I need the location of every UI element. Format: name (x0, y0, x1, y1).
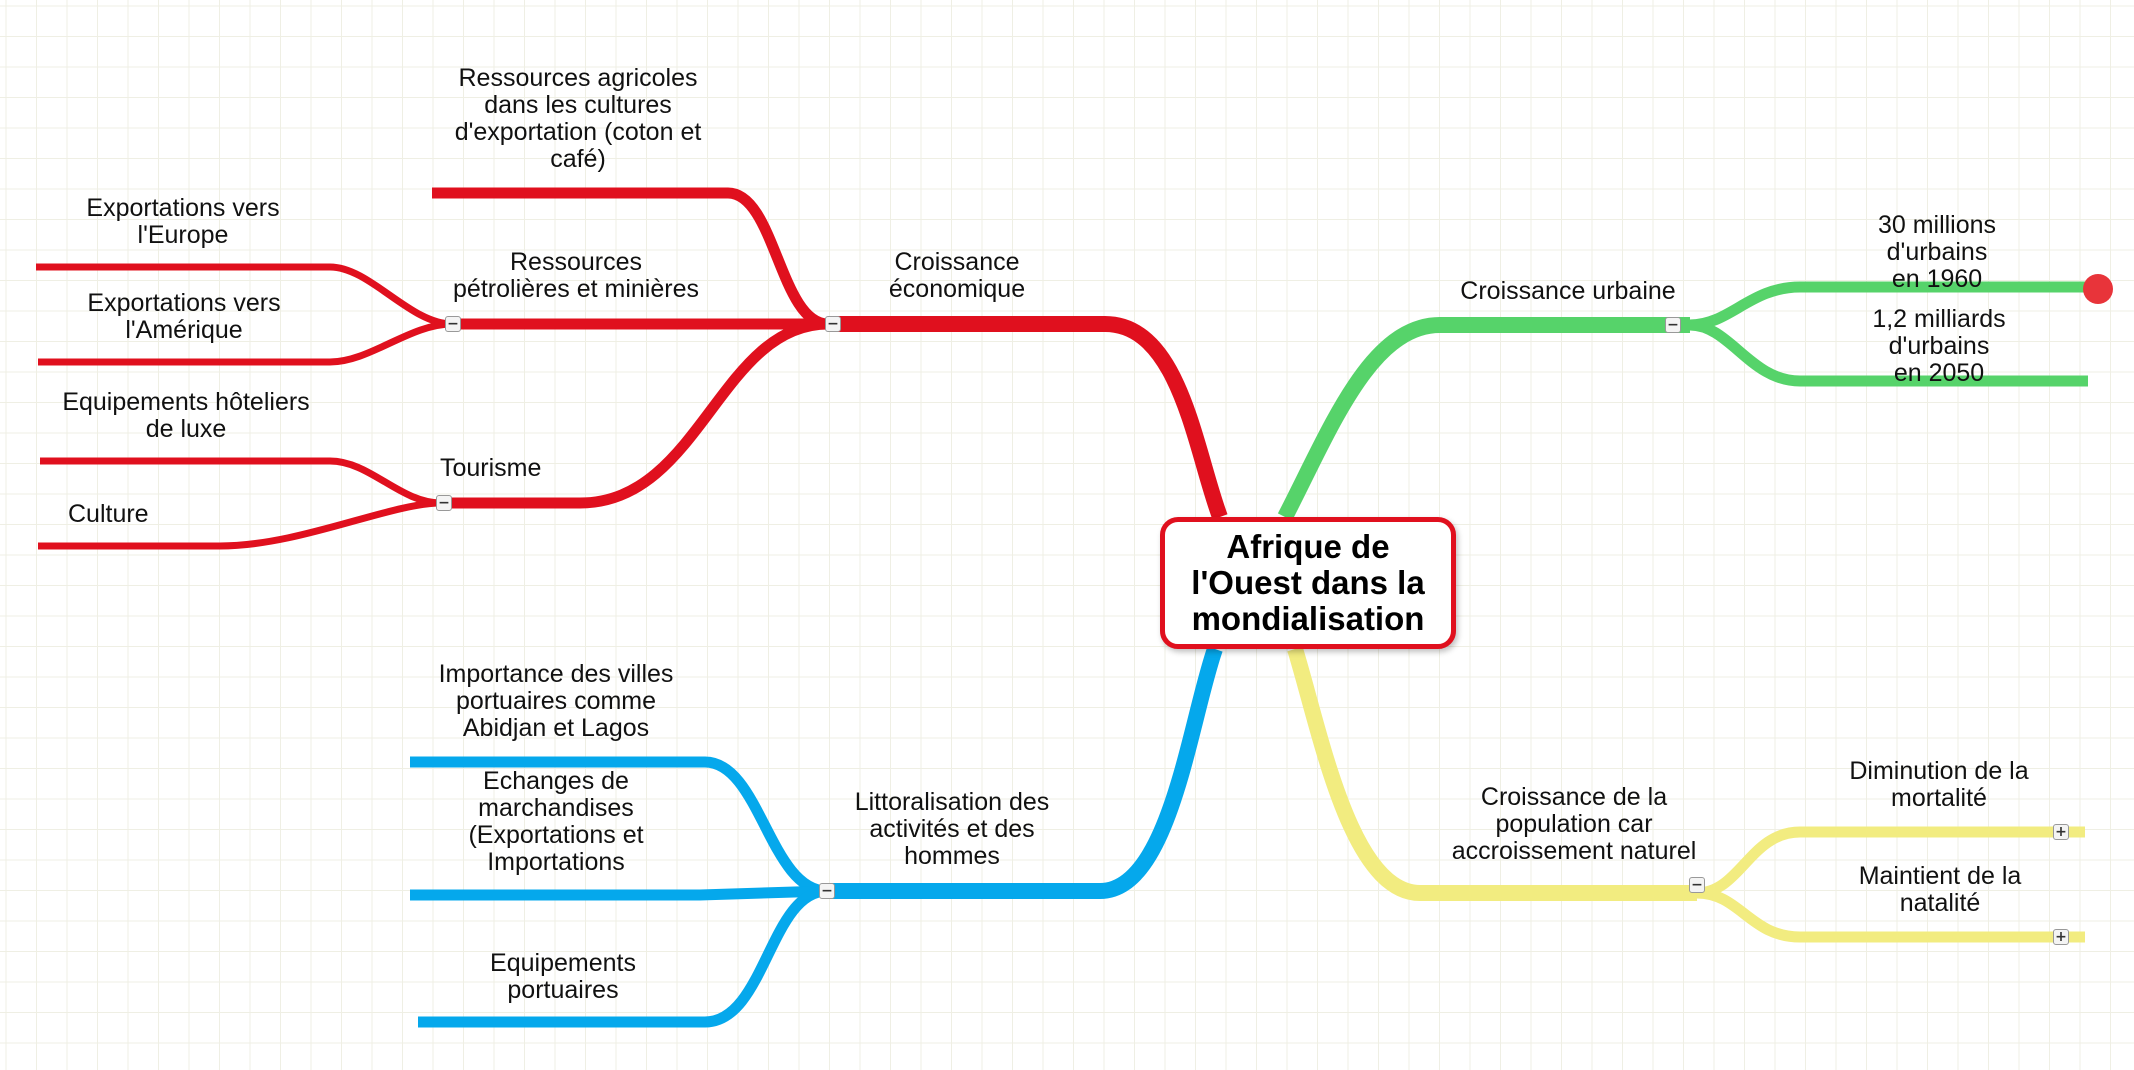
expand-toggle-mortality[interactable]: + (2053, 824, 2069, 840)
node-trade[interactable]: Echanges de marchandises (Exportations e… (468, 767, 644, 876)
connector-coastal-ports (410, 756, 828, 897)
connector-tourism-culture (38, 499, 442, 550)
connector-central-population (1287, 646, 1697, 901)
collapse-toggle-petroleum[interactable]: − (445, 316, 461, 332)
connector-petroleum-europe (36, 263, 453, 328)
node-natality-maintained[interactable]: Maintient de la natalité (1858, 862, 2022, 917)
connector-central-economic (828, 316, 1228, 520)
branch-economic-lines (36, 187, 1228, 550)
node-urban-2050[interactable]: 1,2 milliards d'urbains en 2050 (1872, 305, 2006, 387)
collapse-toggle-economic[interactable]: − (825, 316, 841, 332)
connector-economic-tourism (441, 318, 829, 509)
node-export-europe[interactable]: Exportations vers l'Europe (86, 194, 280, 249)
node-coastalization[interactable]: Littoralisation des activités et des hom… (854, 788, 1050, 870)
branch-population-lines (1287, 646, 2085, 943)
node-tourism[interactable]: Tourisme (440, 454, 542, 482)
collapse-toggle-population[interactable]: − (1689, 877, 1705, 893)
connector-urban-2050 (1689, 319, 2088, 387)
node-petroleum-resources[interactable]: Ressources pétrolières et minières (453, 248, 699, 303)
red-dot-marker[interactable] (2083, 274, 2113, 304)
connector-population-natality (1696, 887, 2085, 943)
node-luxury-hotels[interactable]: Equipements hôteliers de luxe (62, 388, 310, 443)
node-agricultural-resources[interactable]: Ressources agricoles dans les cultures d… (454, 64, 702, 173)
collapse-toggle-coastal[interactable]: − (819, 883, 835, 899)
connector-coastal-trade (410, 885, 828, 901)
central-topic[interactable]: Afrique de l'Ouest dans la mondialisatio… (1160, 517, 1456, 649)
branch-urban-lines (1277, 281, 2088, 521)
node-population-growth[interactable]: Croissance de la population car accroiss… (1451, 783, 1697, 865)
connector-petroleum-america (38, 320, 453, 366)
node-economic-growth[interactable]: Croissance économique (888, 248, 1026, 303)
node-culture[interactable]: Culture (68, 500, 149, 528)
node-urban-growth[interactable]: Croissance urbaine (1460, 277, 1676, 305)
connector-central-coastal (827, 646, 1223, 899)
node-port-cities[interactable]: Importance des villes portuaires comme A… (438, 660, 674, 742)
connector-economic-agricultural (432, 187, 829, 330)
node-mortality-decrease[interactable]: Diminution de la mortalité (1849, 757, 2029, 812)
connector-tourism-hotels (40, 457, 442, 507)
node-export-america[interactable]: Exportations vers l'Amérique (87, 289, 281, 344)
connector-central-urban (1277, 317, 1690, 521)
connector-coastal-equipment (418, 885, 828, 1028)
node-urban-1960[interactable]: 30 millions d'urbains en 1960 (1877, 211, 1997, 293)
collapse-toggle-urban[interactable]: − (1665, 317, 1681, 333)
expand-toggle-natality[interactable]: + (2053, 929, 2069, 945)
node-port-equipment[interactable]: Equipements portuaires (490, 949, 636, 1004)
collapse-toggle-tourism[interactable]: − (436, 495, 452, 511)
branch-coastal-lines (410, 646, 1223, 1028)
